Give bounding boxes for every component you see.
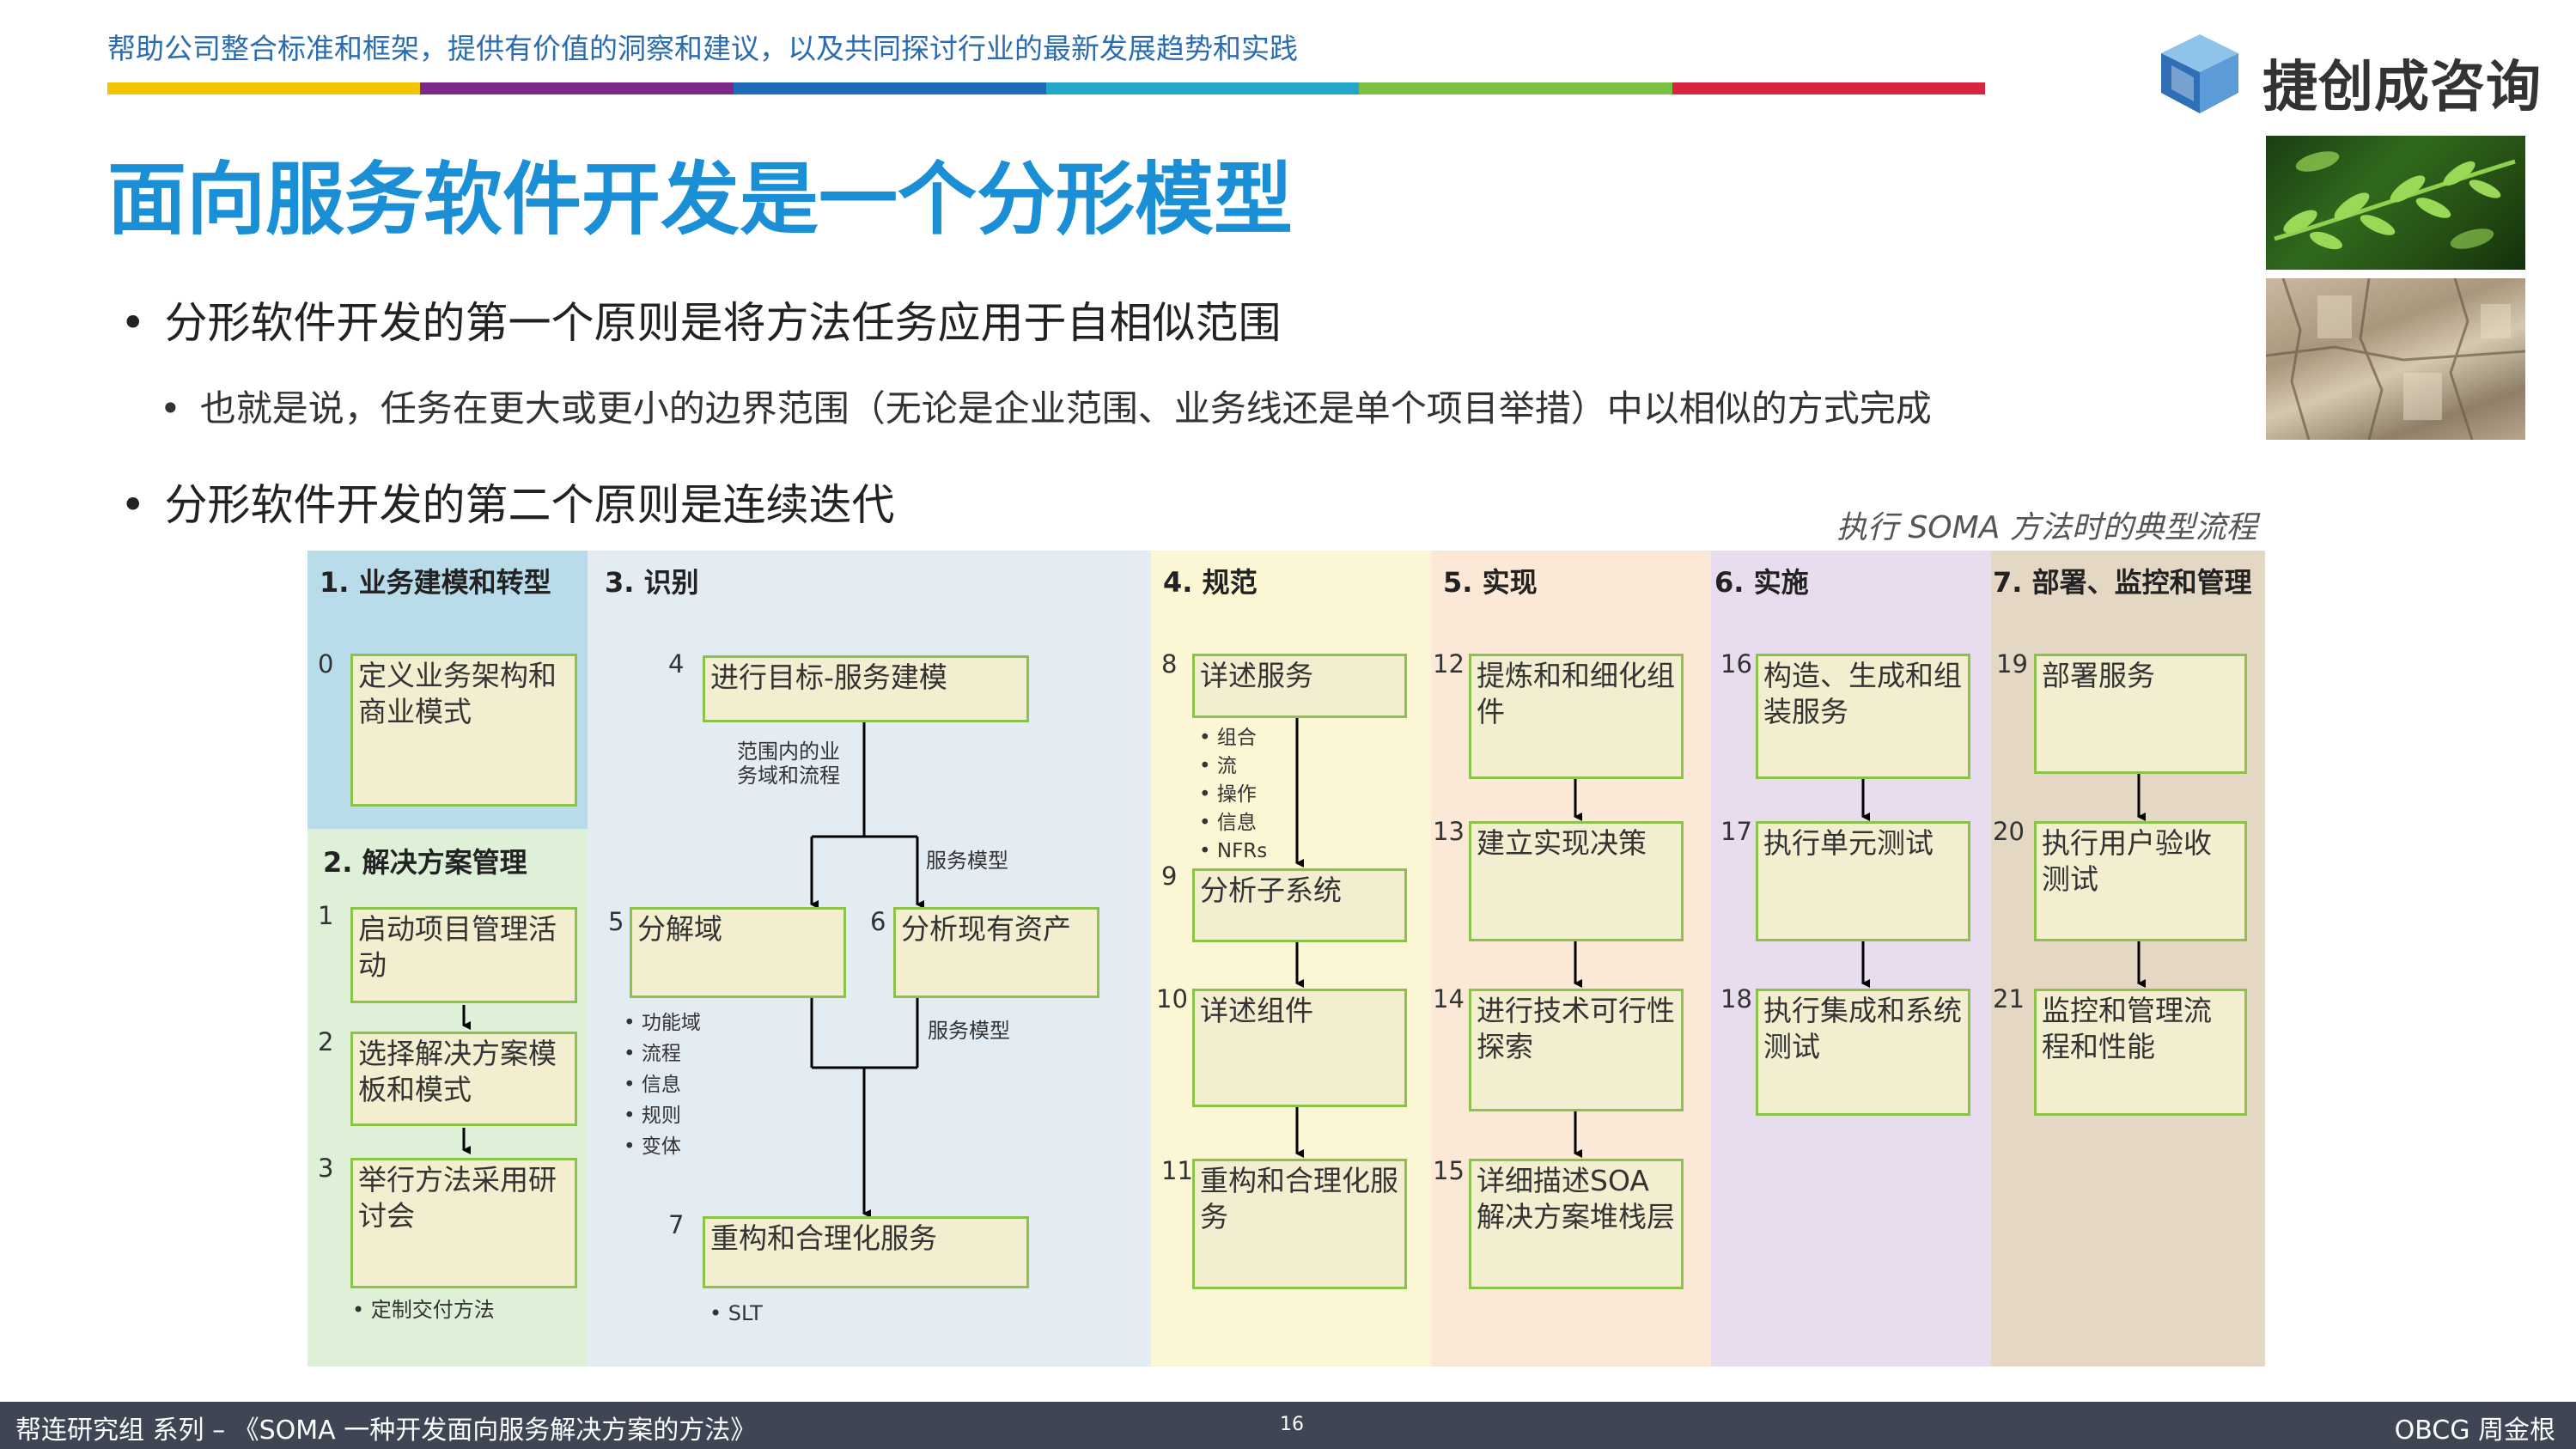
step-number: 13: [1433, 817, 1465, 846]
step-number: 10: [1156, 984, 1188, 1014]
step-select-solution-template: 选择解决方案模板和模式: [350, 1032, 577, 1126]
step-number: 3: [318, 1154, 334, 1183]
step-decompose-domain: 分解域: [630, 907, 846, 998]
fern-photo: [2266, 136, 2525, 270]
note-item: • 变体: [624, 1135, 681, 1158]
bullet-principle-2: • 分形软件开发的第二个原则是连续迭代: [120, 471, 895, 533]
company-logo: 捷创成咨询: [2153, 31, 2541, 119]
note-service-model: 服务模型: [926, 849, 1008, 873]
step-refactor-rationalize-services: 重构和合理化服务: [703, 1216, 1029, 1288]
page-number: 16: [1280, 1414, 1304, 1435]
note-item: • 规则: [624, 1105, 681, 1127]
note-item: • NFRs: [1199, 840, 1268, 862]
bullet-dot: •: [120, 298, 146, 348]
footer-author: OBCG 周金根: [2394, 1416, 2555, 1446]
step-goal-service-modeling: 进行目标-服务建模: [703, 655, 1029, 722]
step-number: 15: [1433, 1156, 1465, 1185]
footer-series-title: 帮连研究组 系列 – 《SOMA 一种开发面向服务解决方案的方法》: [15, 1416, 757, 1446]
note-spec-list: • 组合 • 流 • 操作 • 信息 • NFRs: [1199, 724, 1267, 866]
column-header-identification: 3. 识别: [605, 566, 699, 599]
step-number: 9: [1161, 861, 1178, 891]
step-number: 20: [1993, 817, 2025, 846]
note-item: • 流程: [624, 1043, 681, 1065]
step-build-assemble-services: 构造、生成和组装服务: [1756, 654, 1970, 779]
step-refine-components: 提炼和和细化组件: [1469, 654, 1684, 779]
rock-photo: [2266, 278, 2525, 440]
note-slt: • SLT: [709, 1301, 763, 1325]
step-number: 21: [1993, 984, 2025, 1014]
diagram-caption: 执行 SOMA 方法时的典型流程: [1836, 510, 2257, 545]
soma-process-diagram: 1. 业务建模和转型 2. 解决方案管理 3. 识别 4. 规范 5. 实现 6…: [308, 551, 2265, 1367]
column-header-specification: 4. 规范: [1163, 566, 1258, 599]
step-number: 19: [1996, 649, 2028, 679]
bullet-dot: •: [160, 387, 181, 429]
page-title: 面向服务软件开发是一个分形模型: [107, 154, 1294, 246]
color-bar-segment: [107, 82, 421, 94]
step-number: 18: [1720, 984, 1752, 1014]
column-header-deployment: 7. 部署、监控和管理: [1993, 566, 2252, 599]
note-item: • 功能域: [624, 1012, 701, 1034]
bullet-text: 分形软件开发的第二个原则是连续迭代: [164, 480, 895, 530]
step-number: 11: [1161, 1156, 1193, 1185]
step-number: 17: [1720, 817, 1752, 846]
step-specify-services: 详述服务: [1192, 654, 1407, 718]
color-bar-segment: [1359, 82, 1672, 94]
color-bar-segment: [1045, 82, 1360, 94]
step-number: 16: [1720, 649, 1752, 679]
bullet-dot: •: [120, 480, 146, 530]
step-analyze-existing-assets: 分析现有资产: [893, 907, 1099, 998]
step-define-business-architecture: 定义业务架构和商业模式: [350, 654, 577, 807]
color-bar: [107, 82, 1985, 94]
bullet-text: 分形软件开发的第一个原则是将方法任务应用于自相似范围: [164, 298, 1282, 348]
step-realization-decisions: 建立实现决策: [1469, 821, 1684, 941]
step-integration-system-testing: 执行集成和系统测试: [1756, 989, 1970, 1116]
step-unit-testing: 执行单元测试: [1756, 821, 1970, 941]
column-header-realization: 5. 实现: [1443, 566, 1538, 599]
step-number: 1: [318, 901, 334, 930]
step-number: 5: [608, 907, 624, 936]
bullet-text: 也就是说，任务在更大或更小的边界范围（无论是企业范围、业务线还是单个项目举措）中…: [199, 387, 1932, 429]
note-item: • 信息: [624, 1074, 681, 1096]
note-item: • 流: [1199, 755, 1237, 777]
step-start-project-management: 启动项目管理活动: [350, 907, 577, 1003]
note-domain-list: • 功能域 • 流程 • 信息 • 规则 • 变体: [624, 1008, 701, 1162]
cube-logo-icon: [2161, 34, 2238, 113]
bullet-principle-1-detail: • 也就是说，任务在更大或更小的边界范围（无论是企业范围、业务线还是单个项目举措）…: [160, 380, 1932, 432]
step-monitor-manage-processes: 监控和管理流程和性能: [2034, 989, 2247, 1116]
logo-text: 捷创成咨询: [2262, 56, 2542, 119]
step-number: 12: [1433, 649, 1465, 679]
note-item: • 信息: [1199, 812, 1257, 834]
bullet-principle-1: • 分形软件开发的第一个原则是将方法任务应用于自相似范围: [120, 289, 1282, 350]
note-item: • 组合: [1199, 727, 1257, 749]
note-service-model: 服务模型: [928, 1019, 1010, 1043]
step-number: 8: [1161, 649, 1178, 679]
step-number: 4: [668, 649, 685, 679]
step-analyze-subsystems: 分析子系统: [1192, 868, 1407, 942]
step-specify-components: 详述组件: [1192, 989, 1407, 1107]
step-deploy-services: 部署服务: [2034, 654, 2247, 774]
note-item: • 操作: [1199, 783, 1257, 806]
footer-bar: 帮连研究组 系列 – 《SOMA 一种开发面向服务解决方案的方法》 16 OBC…: [0, 1402, 2576, 1449]
step-user-acceptance-testing: 执行用户验收测试: [2034, 821, 2247, 941]
color-bar-segment: [733, 82, 1046, 94]
column-header-implementation: 6. 实施: [1714, 566, 1809, 599]
step-number: 7: [668, 1210, 685, 1239]
step-soa-solution-stack: 详细描述SOA解决方案堆栈层: [1469, 1159, 1684, 1289]
column-header-solution-management: 2. 解决方案管理: [323, 846, 527, 879]
color-bar-segment: [1672, 82, 1985, 94]
column-header-business-modeling: 1. 业务建模和转型: [320, 566, 551, 599]
note-custom-delivery: • 定制交付方法: [352, 1298, 495, 1322]
step-number: 6: [870, 907, 886, 936]
step-number: 2: [318, 1027, 334, 1056]
header-tagline: 帮助公司整合标准和框架，提供有价值的洞察和建议，以及共同探讨行业的最新发展趋势和…: [107, 32, 1298, 65]
step-number: 14: [1433, 984, 1465, 1014]
step-method-adoption-workshop: 举行方法采用研讨会: [350, 1158, 577, 1288]
color-bar-segment: [420, 82, 734, 94]
step-refactor-rationalize-services-2: 重构和合理化服务: [1192, 1159, 1407, 1289]
note-scope: 范围内的业务域和流程: [737, 740, 840, 788]
step-number: 0: [318, 649, 334, 679]
step-technical-feasibility: 进行技术可行性探索: [1469, 989, 1684, 1111]
